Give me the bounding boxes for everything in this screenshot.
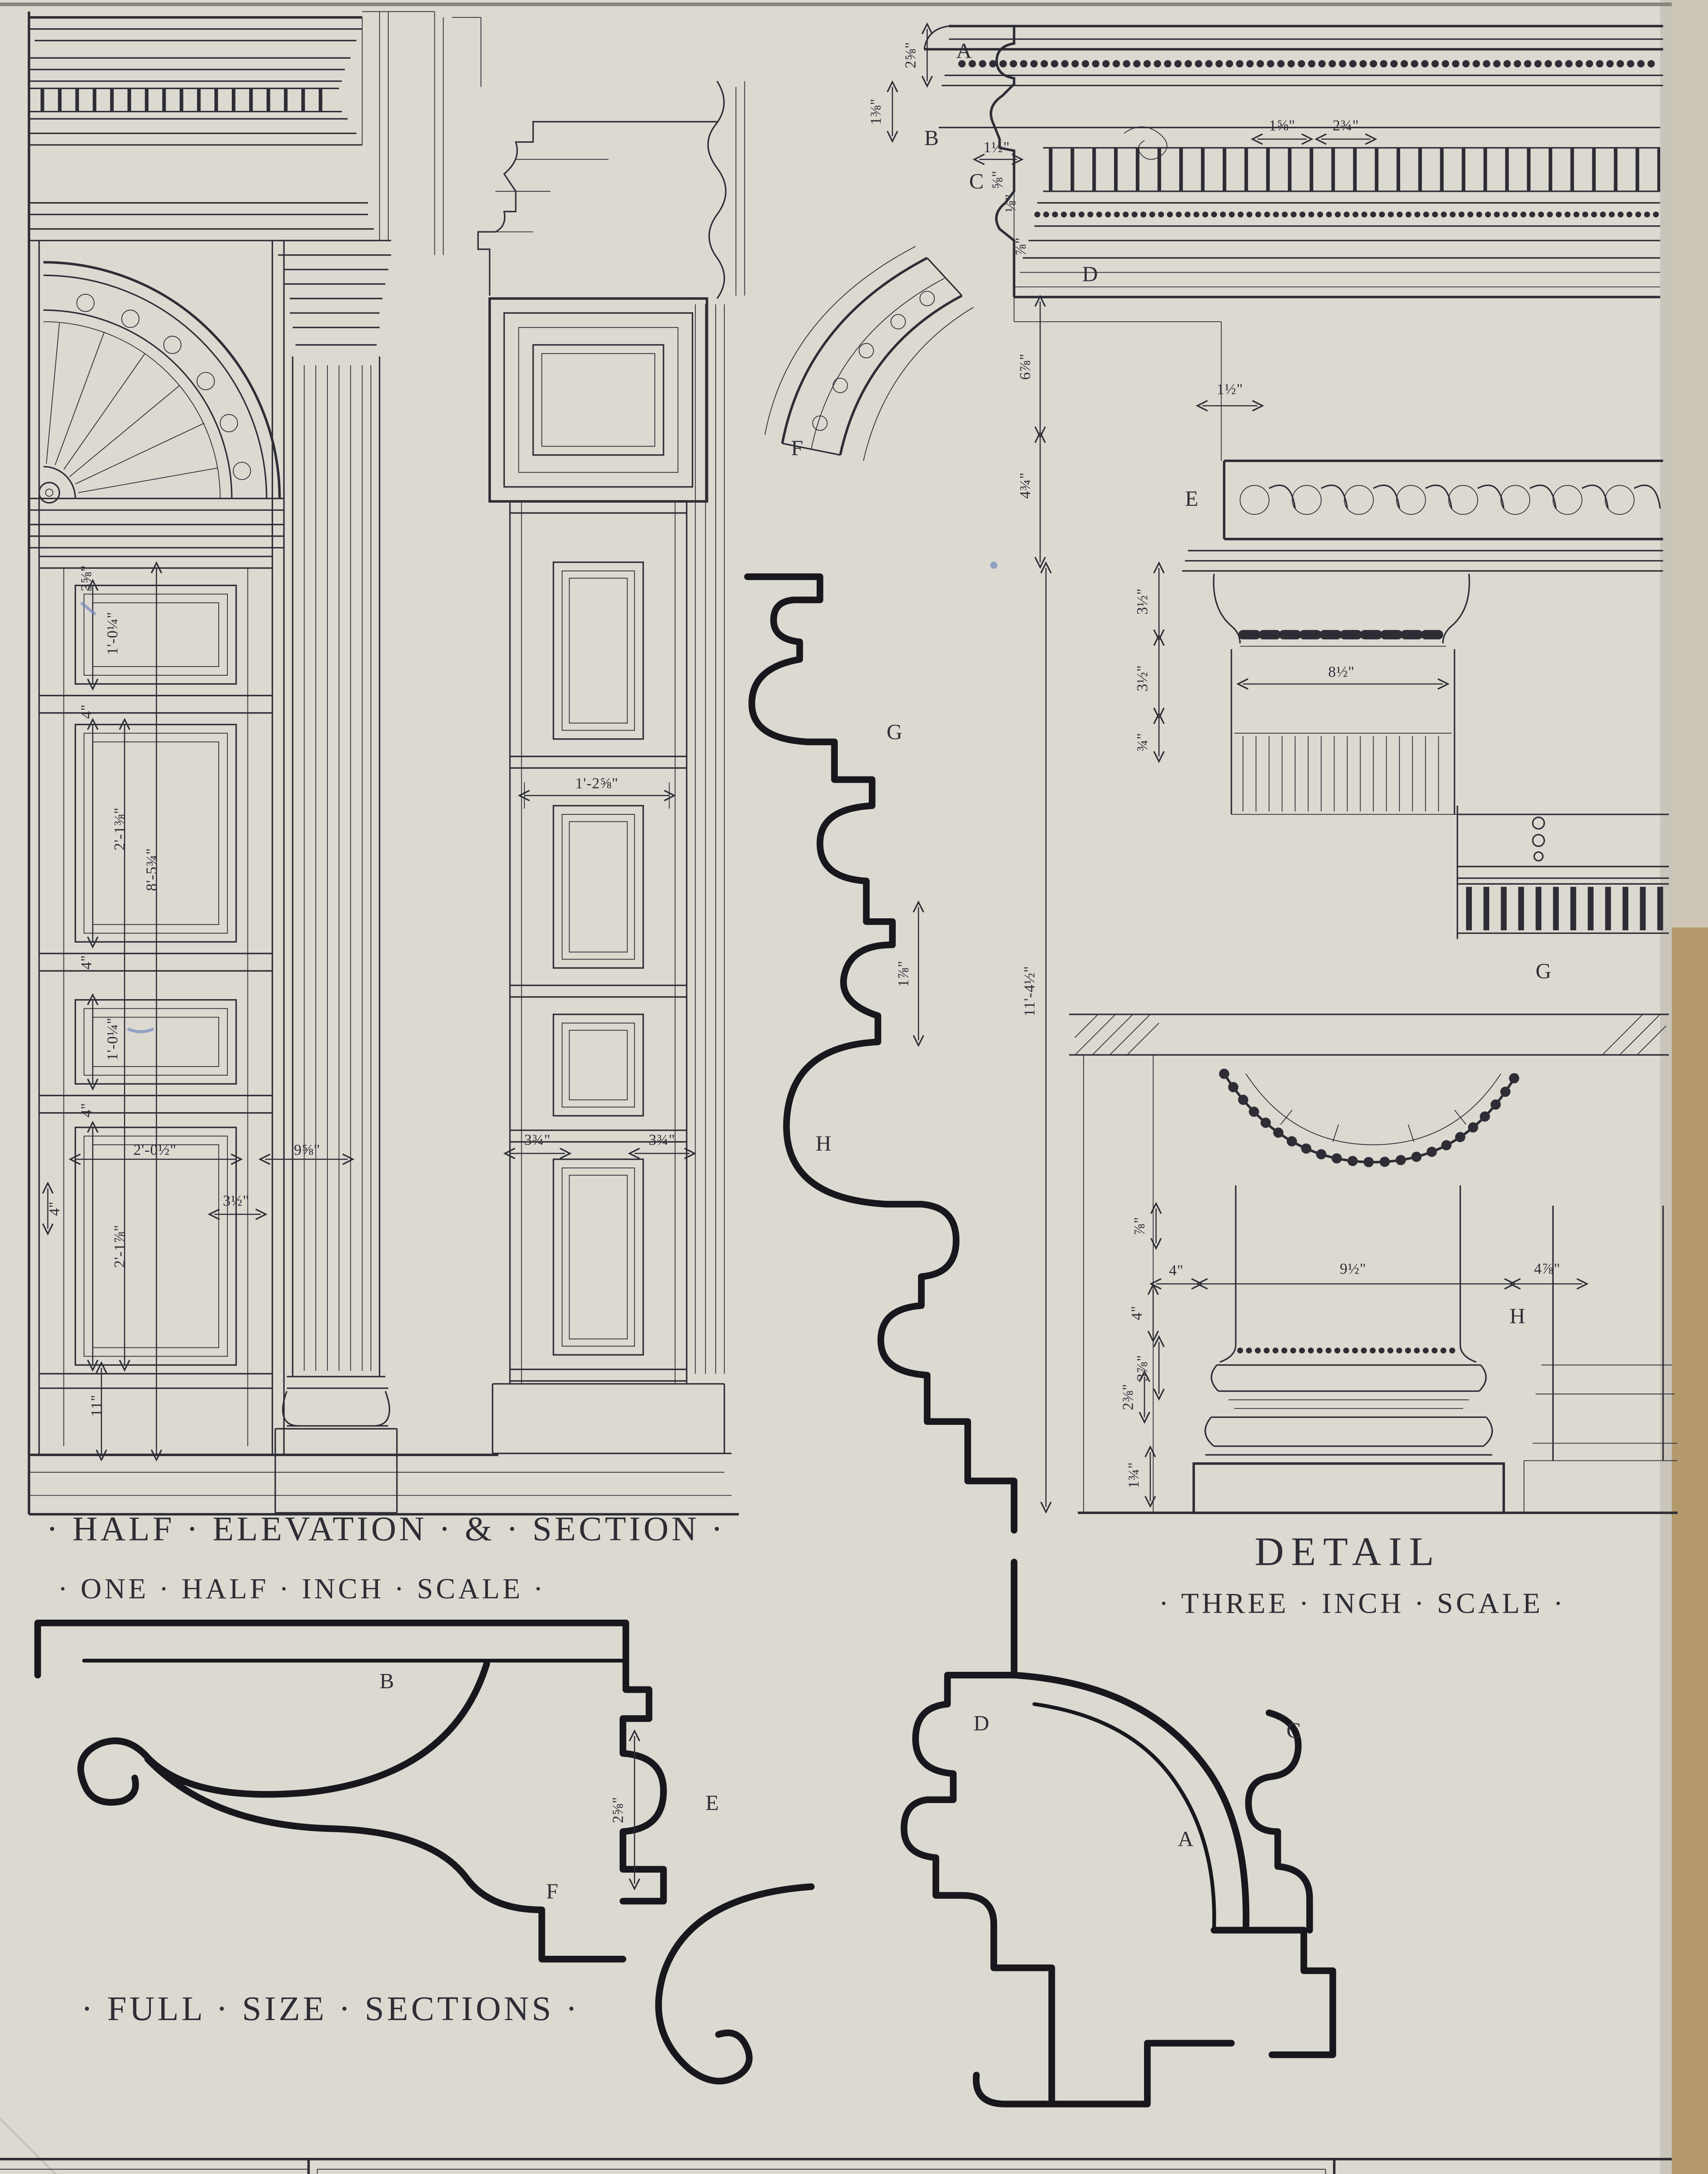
- section-letter: E: [706, 1791, 719, 1815]
- dim-label: ⅞": [1131, 1217, 1148, 1235]
- dim-label: 2⅝": [610, 1797, 627, 1823]
- section-letter: H: [1510, 1304, 1525, 1328]
- break-line: [707, 80, 727, 299]
- dim-label: 3½": [1134, 665, 1151, 691]
- dim-label: 1⅜": [867, 98, 884, 125]
- dim-label: ¾": [1134, 733, 1151, 751]
- dim-label: 8½": [1328, 663, 1355, 680]
- dim-label: 4¾": [1017, 472, 1034, 499]
- dim-label: 2⅜": [1119, 1384, 1136, 1410]
- detail-cornice: [923, 25, 1664, 461]
- capital-flutes: [1242, 736, 1439, 812]
- section-letter: F: [791, 435, 803, 460]
- detail-column-base: [1078, 1185, 1678, 1514]
- detail-dimensions: [887, 22, 1589, 1514]
- caption-full-size: · FULL · SIZE · SECTIONS ·: [81, 1990, 580, 2028]
- section-letter: B: [380, 1669, 394, 1693]
- dim-label: ⅞": [1012, 237, 1029, 256]
- section-letter: C: [969, 169, 984, 193]
- fanlight-spokes: [46, 323, 217, 493]
- dim-label: 1'-0¼": [104, 1017, 121, 1060]
- full-size-profiles-bottom: [34, 1558, 1336, 2107]
- dim-label: 3⅝": [78, 565, 95, 591]
- dim-label: 9½": [1340, 1260, 1366, 1277]
- dim-label: 8'-5¾": [143, 848, 160, 891]
- dim-label: 3⅞": [1134, 1355, 1151, 1381]
- section-letter: D: [1082, 262, 1098, 286]
- pencil-mark: [127, 1027, 154, 1034]
- paper-crease: [0, 2117, 57, 2174]
- dim-label: 6⅞": [1017, 353, 1034, 380]
- dim-label: 2'-0½": [133, 1141, 177, 1158]
- dim-label: 3½": [1134, 588, 1151, 615]
- hatching-left: [1074, 1014, 1159, 1055]
- annotations: A B C D F E G H G H B D C A E F 3⅝" 1'-0…: [46, 38, 1566, 2028]
- jamb-panel-3: [553, 1014, 644, 1117]
- section-letter: H: [816, 1131, 831, 1155]
- dim-label: 4⅞": [1534, 1260, 1561, 1277]
- jamb-panel-4: [553, 1158, 644, 1356]
- elevation-dimensions: [42, 561, 997, 1462]
- section-letter: G: [887, 720, 902, 744]
- dim-label: 9⅝": [294, 1141, 320, 1158]
- caption-half-scale: · ONE · HALF · INCH · SCALE ·: [58, 1573, 546, 1605]
- dim-label: 11": [88, 1394, 105, 1417]
- section-letter: E: [1185, 486, 1198, 510]
- dim-label: 11'-4½": [1021, 966, 1038, 1017]
- detail-frieze-wave: [1195, 400, 1663, 540]
- caption-detail-scale: · THREE · INCH · SCALE ·: [1159, 1587, 1566, 1619]
- dim-label: 3¾": [649, 1131, 675, 1148]
- dim-label: 1'-0¼": [104, 612, 121, 655]
- dim-label: 4": [78, 1103, 95, 1117]
- section-letter: A: [956, 38, 972, 63]
- section-letter: D: [974, 1711, 989, 1735]
- dim-label: 1'-2⅝": [575, 775, 618, 792]
- pencil-mark: [80, 601, 97, 616]
- jamb-panel-1: [553, 561, 644, 740]
- arch-soffit-fragment: [764, 246, 974, 461]
- dim-label: 2¾": [1333, 117, 1359, 134]
- title-block: PLATE 21 MAY 1916 · DOORWAY · HOMEWOOD ·…: [0, 2157, 1672, 2174]
- section-letter: A: [1178, 1827, 1194, 1851]
- dim-label: 4": [1169, 1262, 1184, 1279]
- caption-half-elevation: · HALF · ELEVATION · & · SECTION ·: [47, 1510, 726, 1548]
- cornice-cut-profile: [990, 26, 1015, 297]
- section-letter: G: [1536, 959, 1551, 983]
- jamb-flutes: [695, 304, 725, 1374]
- dim-label: 1⅞": [895, 960, 912, 987]
- dim-label: 3½": [223, 1192, 250, 1209]
- pilaster: [274, 240, 398, 1514]
- jamb-panel-2: [553, 805, 644, 969]
- dim-label: 4": [78, 955, 95, 970]
- section-letter: F: [546, 1879, 558, 1903]
- dim-label: 2'-1⅞": [111, 1224, 128, 1267]
- dim-label: 4": [78, 704, 95, 719]
- pilaster-flutes: [304, 365, 371, 1371]
- detail-wall-bracket: [1069, 1014, 1669, 1513]
- dim-label: 3¾": [524, 1131, 551, 1148]
- caption-detail: DETAIL: [1254, 1529, 1441, 1574]
- dim-label: ⅝": [989, 170, 1006, 189]
- dim-label: 1½": [984, 139, 1010, 156]
- dim-label: 4": [1128, 1306, 1145, 1320]
- dim-label: 1½": [1217, 380, 1243, 397]
- dim-label: 4": [46, 1201, 63, 1216]
- detail-capital: [1182, 550, 1663, 815]
- elevation-entablature: [29, 11, 482, 255]
- full-size-profiles-center: [744, 573, 1017, 1534]
- dim-label: 1⅝": [1269, 117, 1295, 134]
- section-letter: C: [1286, 1718, 1301, 1742]
- dim-label: 2'-1⅜": [111, 807, 128, 850]
- detail-balustrade: [1456, 805, 1669, 939]
- pencil-dot: [990, 561, 997, 569]
- dim-label: 2⅝": [902, 42, 919, 68]
- hatching-right: [1602, 1014, 1667, 1055]
- section-letter: B: [924, 125, 939, 150]
- jamb-section: [477, 80, 745, 1454]
- dim-label: ⅛": [1002, 193, 1019, 212]
- dim-label: 1¾": [1125, 1462, 1142, 1488]
